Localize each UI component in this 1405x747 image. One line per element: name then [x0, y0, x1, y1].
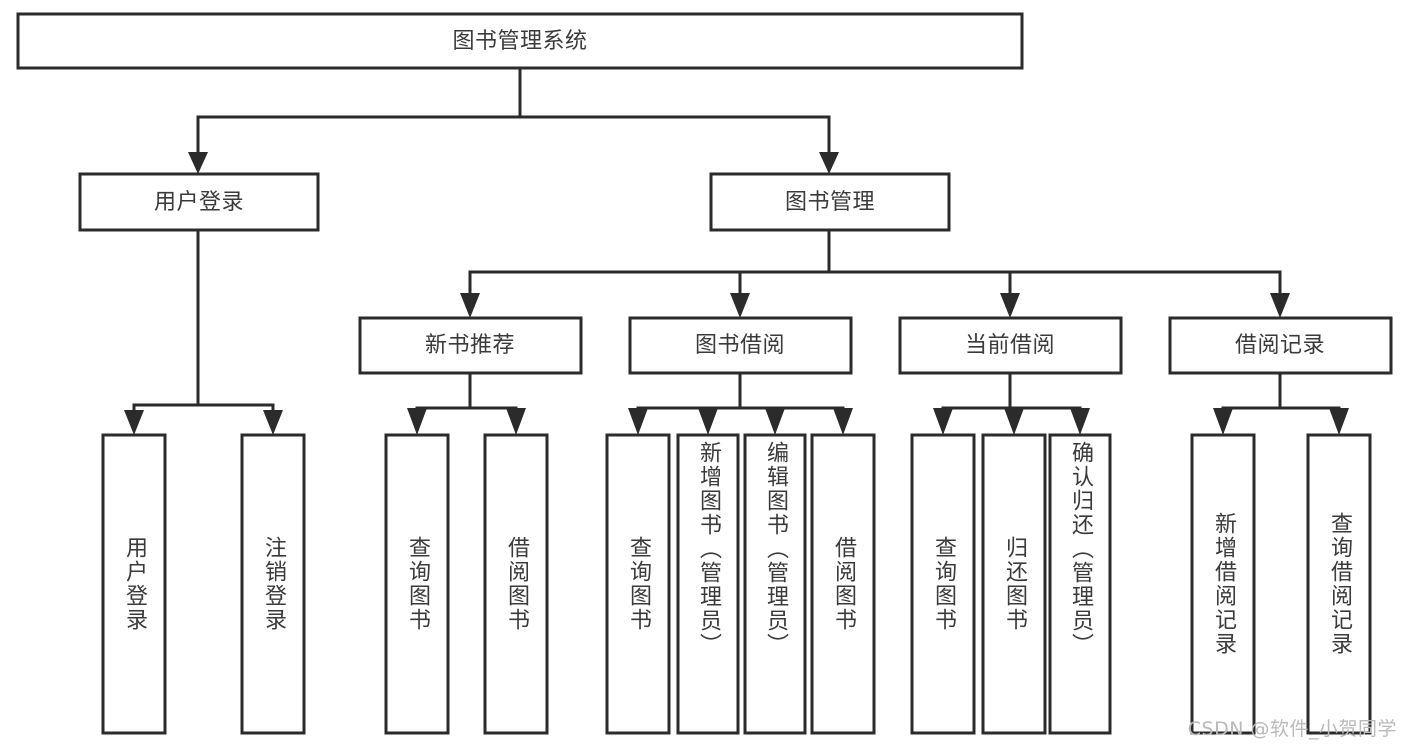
arrowhead-user-login	[188, 152, 208, 174]
node-leaf-confirm-return-box[interactable]	[1048, 433, 1112, 735]
arrowhead-leaf-borrow-book	[833, 408, 853, 435]
arrowhead-leaf-add-record	[1213, 408, 1233, 435]
arrowhead-leaf-add-book	[698, 408, 718, 435]
node-leaf-borrow-book-rec-box[interactable]	[483, 433, 549, 735]
node-book-manage-label: 图书管理	[785, 190, 875, 215]
node-leaf-logout-box[interactable]	[240, 433, 306, 735]
arrowhead-leaf-query-book-borrow	[628, 408, 648, 435]
arrowhead-leaf-query-record	[1329, 408, 1349, 435]
connector-group-book-manage	[460, 228, 1290, 318]
arrowhead-leaf-edit-book	[765, 408, 785, 435]
node-book-borrow-box[interactable]	[628, 316, 853, 375]
arrowhead-book-borrow	[730, 293, 750, 318]
arrowhead-leaf-borrow-book-rec	[506, 408, 526, 435]
arrowhead-new-book-recommend	[460, 293, 480, 318]
csdn-watermark: CSDN @软件_小贺同学	[1187, 718, 1397, 740]
arrowhead-leaf-user-login	[124, 410, 144, 435]
arrowhead-leaf-return-book	[1004, 408, 1024, 435]
node-leaf-add-book-box[interactable]	[676, 433, 740, 735]
node-leaf-return-book-box[interactable]	[981, 433, 1047, 735]
node-root-label: 图书管理系统	[452, 29, 587, 54]
node-user-login-box[interactable]	[78, 172, 320, 232]
connector-group-book-borrow	[628, 371, 853, 435]
node-leaf-query-record-box[interactable]	[1306, 433, 1372, 735]
node-new-book-recommend-box[interactable]	[358, 316, 583, 375]
node-leaf-add-record-box[interactable]	[1190, 433, 1256, 735]
node-new-book-recommend-label: 新书推荐	[425, 333, 515, 358]
connector-group-new-book-recommend	[407, 371, 526, 435]
node-book-manage-box[interactable]	[709, 172, 951, 232]
node-current-borrow-box[interactable]	[898, 316, 1123, 375]
connector-group-root	[188, 66, 839, 174]
node-leaf-user-login-box[interactable]	[101, 433, 167, 735]
arrowhead-current-borrow	[1000, 293, 1020, 318]
node-book-borrow-label: 图书借阅	[695, 333, 785, 358]
arrowhead-borrow-record	[1270, 293, 1290, 318]
node-root-box[interactable]	[16, 12, 1024, 70]
node-current-borrow-label: 当前借阅	[965, 333, 1055, 358]
node-borrow-record-box[interactable]	[1168, 316, 1393, 375]
node-user-login-label: 用户登录	[154, 190, 244, 215]
arrowhead-leaf-query-book-rec	[407, 408, 427, 435]
connector-group-user-login	[124, 228, 283, 435]
arrowhead-leaf-confirm-return	[1070, 408, 1090, 435]
arrowhead-book-manage	[819, 152, 839, 174]
connector-group-borrow-record	[1213, 371, 1349, 435]
node-leaf-edit-book-box[interactable]	[743, 433, 807, 735]
arrowhead-leaf-query-book-cur	[933, 408, 953, 435]
node-leaf-query-book-borrow-box[interactable]	[605, 433, 671, 735]
node-leaf-query-book-cur-box[interactable]	[910, 433, 976, 735]
arrowhead-leaf-logout	[263, 410, 283, 435]
connector-group-current-borrow	[933, 371, 1090, 435]
node-leaf-borrow-book-box[interactable]	[810, 433, 876, 735]
node-leaf-query-book-rec-box[interactable]	[384, 433, 450, 735]
node-borrow-record-label: 借阅记录	[1235, 333, 1325, 358]
